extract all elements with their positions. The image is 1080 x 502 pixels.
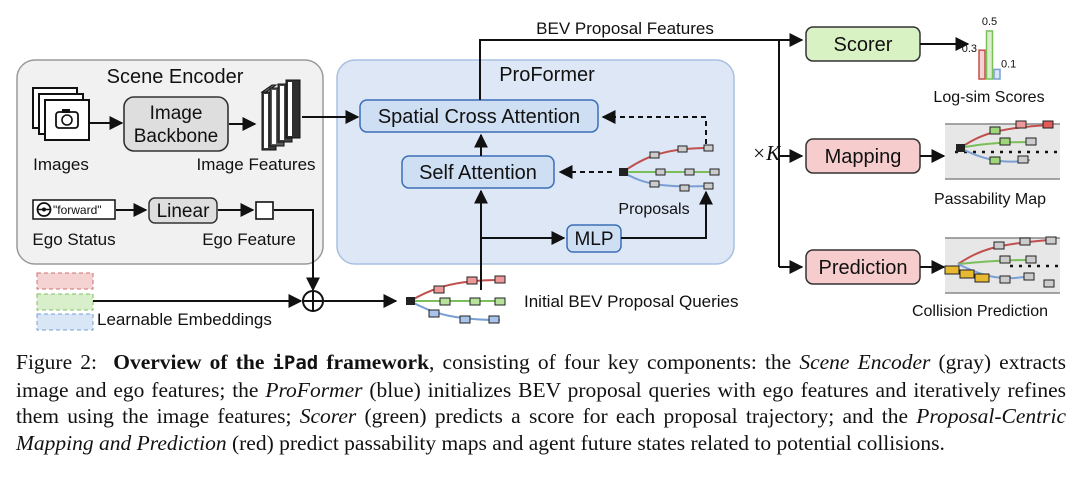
passability-map-label: Passability Map [934,191,1046,208]
steering-wheel-icon [36,202,52,217]
learnable-embeddings-icon [36,272,94,331]
caption-text-4: (green) predicts a score for each propos… [356,404,917,428]
linear-label: Linear [157,201,210,222]
score-bar [993,68,1001,80]
mlp-label: MLP [574,229,613,250]
caption-text-2: (gray) extracts image and ego features; … [16,350,1067,402]
image-features-label: Image Features [196,155,315,174]
scene-encoder-title: Scene Encoder [107,66,244,88]
scorer-label: Scorer [834,34,893,56]
self-attention-label: Self Attention [419,162,537,184]
log-sim-score-bars: 0.3 0.5 0.1 [962,16,1016,80]
times-k-label: ×K [752,141,781,165]
caption-ipad-name: iPad [272,352,319,374]
spatial-cross-attention-label: Spatial Cross Attention [378,106,580,128]
score-bar [978,49,986,80]
ego-status-command-text: "forward" [53,203,102,217]
caption-bold-lead: Overview of the iPad framework [113,350,429,374]
caption-text-5: (red) predict passability maps and agent… [226,430,945,455]
score-bar-label: 0.1 [1001,58,1016,70]
caption-bold-part2: framework [318,350,430,374]
learnable-embeddings-label: Learnable Embeddings [97,310,272,329]
self-attention-block [401,155,555,189]
caption-italic-proformer: ProFormer [265,377,363,402]
caption-bold-part1: Overview of the [113,350,273,374]
image-backbone-block [123,96,229,152]
figure-caption: Figure 2: Overview of the iPad framework… [16,349,1066,456]
score-bar-label: 0.3 [962,43,977,55]
ego-status-box [32,199,116,220]
score-bar [985,30,994,80]
bev-proposal-features-label: BEV Proposal Features [536,19,714,38]
images-label: Images [33,155,89,174]
add-node [302,290,324,312]
log-sim-scores-label: Log-sim Scores [933,89,1044,106]
initial-queries-label: Initial BEV Proposal Queries [524,292,739,311]
passability-map-graphic [945,120,1060,180]
mapping-label: Mapping [825,146,902,168]
caption-text-3: (blue) initializes BEV proposal queries … [16,377,1066,429]
score-bar-label: 0.5 [982,16,997,28]
image-backbone-label-line1: Image [150,103,203,124]
prediction-label: Prediction [819,257,908,279]
ipad-framework-diagram: Scene Encoder Images Image Backbone Imag… [16,16,1060,331]
camera-images-icon [32,87,90,141]
collision-prediction-label: Collision Prediction [912,303,1048,320]
image-backbone-label-line2: Backbone [134,126,219,147]
linear-block [148,197,218,224]
ego-feature-square [255,201,274,220]
caption-italic-scorer: Scorer [299,404,357,428]
proposals-label: Proposals [618,201,689,218]
ego-feature-label: Ego Feature [202,230,296,249]
caption-figure-number: Figure 2: [16,350,97,374]
initial-proposal-queries-graphic [406,275,506,324]
caption-italic-mapping-prediction: Proposal-Centric Mapping and Prediction [16,404,1066,455]
image-features-stack-icon [260,79,301,151]
collision-prediction-graphic [944,236,1060,294]
caption-italic-scene-encoder: Scene Encoder [799,350,931,374]
caption-text-1: , consisting of four key components: the [429,350,800,374]
ego-status-label: Ego Status [32,230,115,249]
proposals-graphic [619,144,720,192]
proformer-title: ProFormer [499,64,595,86]
